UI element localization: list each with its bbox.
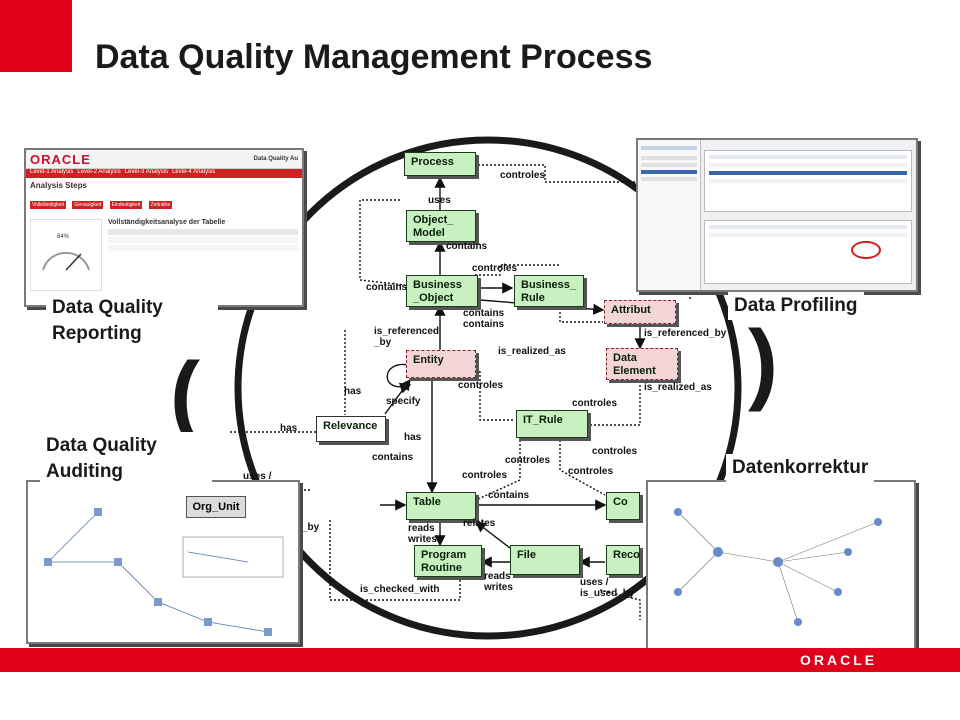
edge-contains-left	[359, 199, 406, 286]
edge-label-controles-mid2: controles	[592, 446, 638, 457]
edge-label-controles-col: controles	[568, 466, 614, 477]
edge-specify-loop	[386, 363, 412, 394]
edge-label-is-referenced-by-left: is_referenced _by	[374, 326, 440, 348]
edge-label-has-left: has	[280, 423, 298, 434]
app-title: Data Quality Au	[253, 156, 298, 162]
step-button-3[interactable]: Eindeutigkeit	[109, 201, 143, 209]
node-entity[interactable]: Entity	[406, 350, 476, 378]
node-data-element[interactable]: Data Element	[606, 348, 678, 380]
step-button-1[interactable]: Vollständigkeit	[30, 201, 66, 209]
label-data-quality-auditing: Data Quality Auditing	[40, 432, 212, 486]
edge-usesby	[599, 589, 641, 620]
node-program-routine[interactable]: Program Routine	[414, 545, 482, 577]
title-accent-block	[0, 0, 72, 72]
edge-label-is-checked-with: is_checked_with	[360, 584, 440, 595]
org-unit-node[interactable]: Org_Unit	[186, 496, 246, 518]
page-title: Data Quality Management Process	[95, 38, 653, 76]
edge-label-specify: specify	[386, 396, 421, 407]
edge-label-controles-mid: controles	[505, 455, 551, 466]
footer-bar	[0, 648, 960, 672]
node-attribut[interactable]: Attribut	[604, 300, 676, 324]
edge-label-controles-itrule: controles	[572, 398, 618, 409]
edge-label-uses-is-used-by: uses / is_used_by	[580, 577, 635, 599]
edge-label-controles-table: controles	[462, 470, 508, 481]
auditing-flow-diagram	[44, 508, 284, 636]
correction-screenshot	[646, 480, 916, 652]
right-parenthesis: )	[748, 313, 778, 413]
edge-label-contains-col: contains	[488, 490, 530, 501]
edge-label-is-referenced-by-right: is_referenced_by	[644, 328, 727, 339]
edge-label-contains-table: contains	[372, 452, 414, 463]
edge-label-reads-writes-2: reads writes	[484, 571, 513, 593]
node-column[interactable]: Co	[606, 492, 640, 520]
tab-level1[interactable]: Level-1 Analysis	[30, 169, 74, 175]
node-process[interactable]: Process	[404, 152, 476, 176]
gauge-value: 84%	[57, 234, 70, 240]
edge-label-contains-bo2: contains	[463, 319, 505, 330]
edge-attr-rule	[559, 300, 603, 323]
label-data-quality-reporting: Data Quality Reporting	[46, 294, 218, 348]
edge-itrule-record	[559, 440, 606, 496]
edge-label-controles-entity: controles	[458, 380, 504, 391]
label-data-profiling: Data Profiling	[728, 292, 864, 320]
edge-itrule-controls	[590, 380, 641, 426]
edge-label-has-relevance: has	[404, 432, 422, 443]
table-title: Vollständigkeitsanalyse der Tabelle	[108, 219, 226, 226]
node-business-object[interactable]: Business _Object	[406, 275, 478, 307]
oracle-logo: ORACLE	[30, 152, 91, 167]
edge-label-has-top: has	[344, 386, 362, 397]
node-it-rule[interactable]: IT_Rule	[516, 410, 588, 438]
node-business-rule[interactable]: Business_ Rule	[514, 275, 584, 307]
node-record[interactable]: Reco	[606, 545, 640, 575]
step-button-4[interactable]: Zeitnähe	[148, 201, 173, 209]
tab-level4[interactable]: Level-4 Analysis	[172, 169, 216, 175]
edge-label-relates: relates	[463, 518, 496, 529]
edge-label-contains-bo: contains	[463, 308, 505, 319]
steps-title: Analysis Steps	[30, 181, 87, 190]
gauge-icon	[42, 251, 90, 271]
edge-label-uses-left: uses /	[243, 471, 272, 482]
edge-label-reads-writes: reads writes	[408, 523, 437, 545]
edge-label-is-realized-as: is_realized_as	[498, 346, 566, 357]
label-datenkorrektur: Datenkorrektur	[726, 454, 875, 482]
edge-label-contains-left: contains	[366, 282, 408, 293]
edge-entity-controles	[475, 371, 515, 421]
node-relevance[interactable]: Relevance	[316, 416, 386, 442]
edge-rule-controles	[475, 264, 560, 276]
node-file[interactable]: File	[510, 545, 580, 575]
process-cycle-ellipse	[234, 136, 742, 640]
edge-label-is-realized-as-right: is_realized_as	[644, 382, 712, 393]
left-parenthesis: (	[170, 345, 200, 445]
edge-label-by: _by	[302, 522, 320, 533]
correction-flow-diagram	[674, 508, 882, 626]
tab-level2[interactable]: Level-2 Analysis	[77, 169, 121, 175]
edge-file-table	[474, 521, 511, 549]
tab-level3[interactable]: Level-3 Analysis	[124, 169, 169, 175]
edge-label-contains-om: contains	[446, 241, 488, 252]
reporting-screenshot: ORACLE Data Quality Au Level-1 Analysis …	[24, 148, 304, 307]
node-object-model[interactable]: Object_ Model	[406, 210, 476, 242]
edge-checked-with	[329, 520, 461, 601]
profiling-screenshot	[636, 138, 918, 292]
auditing-screenshot: Org_Unit	[26, 480, 300, 644]
edge-label-uses: uses	[428, 195, 451, 206]
node-table[interactable]: Table	[406, 492, 476, 520]
edge-label-controles-top: controles	[500, 170, 546, 181]
footer-oracle-logo: ORACLE	[800, 652, 878, 668]
edge-label-controles-rule: controles	[472, 263, 518, 274]
step-button-2[interactable]: Genauigkeit	[72, 201, 104, 209]
edge-itrule-table	[475, 440, 521, 501]
